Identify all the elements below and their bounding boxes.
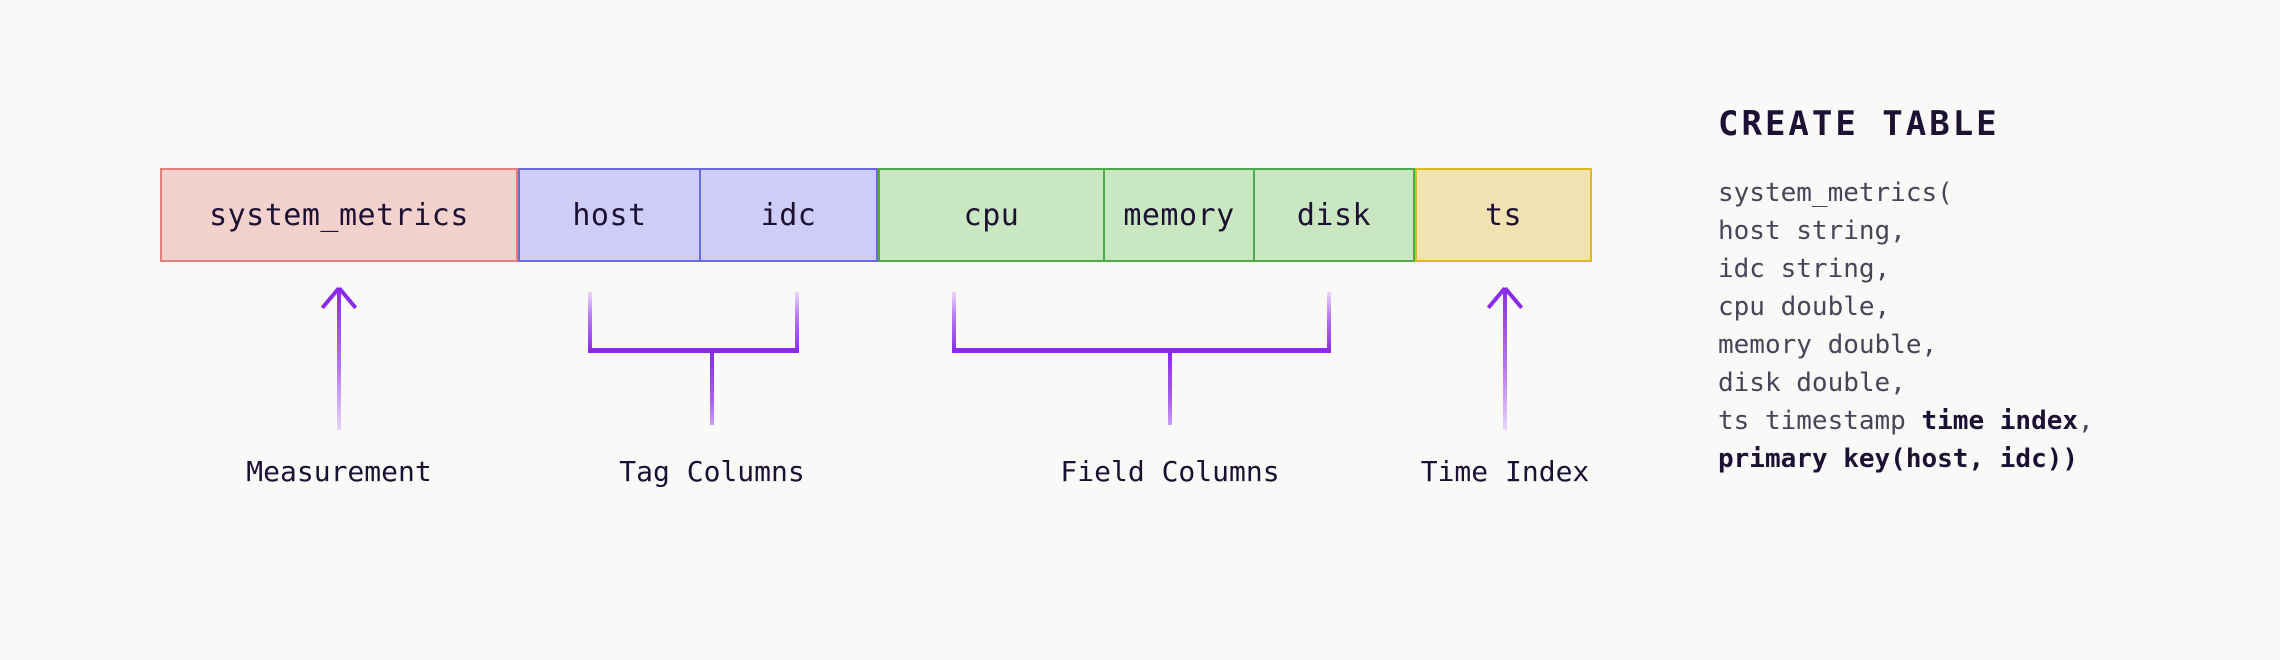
caption-field-columns: Field Columns: [1060, 455, 1280, 488]
bracket-leg-left: [952, 292, 956, 353]
arrow-head-icon: [325, 288, 353, 312]
bracket-stem: [1168, 353, 1172, 425]
sql-line: memory double,: [1718, 326, 2258, 364]
arrow-shaft: [337, 288, 341, 430]
arrow-shaft: [1503, 288, 1507, 430]
schema-cell-memory: memory: [1104, 168, 1254, 262]
caption-measurement: Measurement: [246, 455, 432, 488]
sql-text: memory double,: [1718, 330, 1938, 360]
bracket-leg-right: [1327, 292, 1331, 353]
create-table-statement: system_metrics(host string, idc string, cp…: [1718, 174, 2258, 478]
sql-keyword: time index: [1921, 406, 2079, 436]
caption-time-index: Time Index: [1420, 455, 1590, 488]
caption-tag-columns: Tag Columns: [619, 455, 805, 488]
sql-line: ts timestamp time index,: [1718, 402, 2258, 440]
sql-text: idc string,: [1718, 254, 1891, 284]
sql-line: idc string,: [1718, 250, 2258, 288]
schema-cell-idc: idc: [700, 168, 878, 262]
create-table-heading: CREATE TABLE: [1718, 104, 2000, 144]
sql-text: ,: [2078, 406, 2094, 436]
sql-line: system_metrics(: [1718, 174, 2258, 212]
bracket-bar: [952, 348, 1331, 353]
sql-line: primary key(host, idc)): [1718, 440, 2258, 478]
sql-line: cpu double,: [1718, 288, 2258, 326]
sql-keyword: primary key(host, idc)): [1718, 444, 2079, 474]
bracket-bar: [588, 348, 799, 353]
sql-text: disk double,: [1718, 368, 1906, 398]
bracket-leg-left: [588, 292, 592, 353]
sql-text: cpu double,: [1718, 292, 1891, 322]
sql-text: host string,: [1718, 216, 1906, 246]
create-table-panel: CREATE TABLE system_metrics(host string,…: [1718, 104, 2258, 478]
schema-cell-ts: ts: [1415, 168, 1592, 262]
sql-text: ts timestamp: [1718, 406, 1922, 436]
schema-cell-system-metrics: system_metrics: [160, 168, 518, 262]
schema-cell-cpu: cpu: [878, 168, 1104, 262]
sql-text: system_metrics(: [1718, 178, 1953, 208]
sql-line: disk double,: [1718, 364, 2258, 402]
sql-line: host string,: [1718, 212, 2258, 250]
schema-cell-host: host: [518, 168, 700, 262]
arrow-head-icon: [1491, 288, 1519, 312]
bracket-leg-right: [795, 292, 799, 353]
schema-cell-disk: disk: [1254, 168, 1415, 262]
bracket-stem: [710, 353, 714, 425]
